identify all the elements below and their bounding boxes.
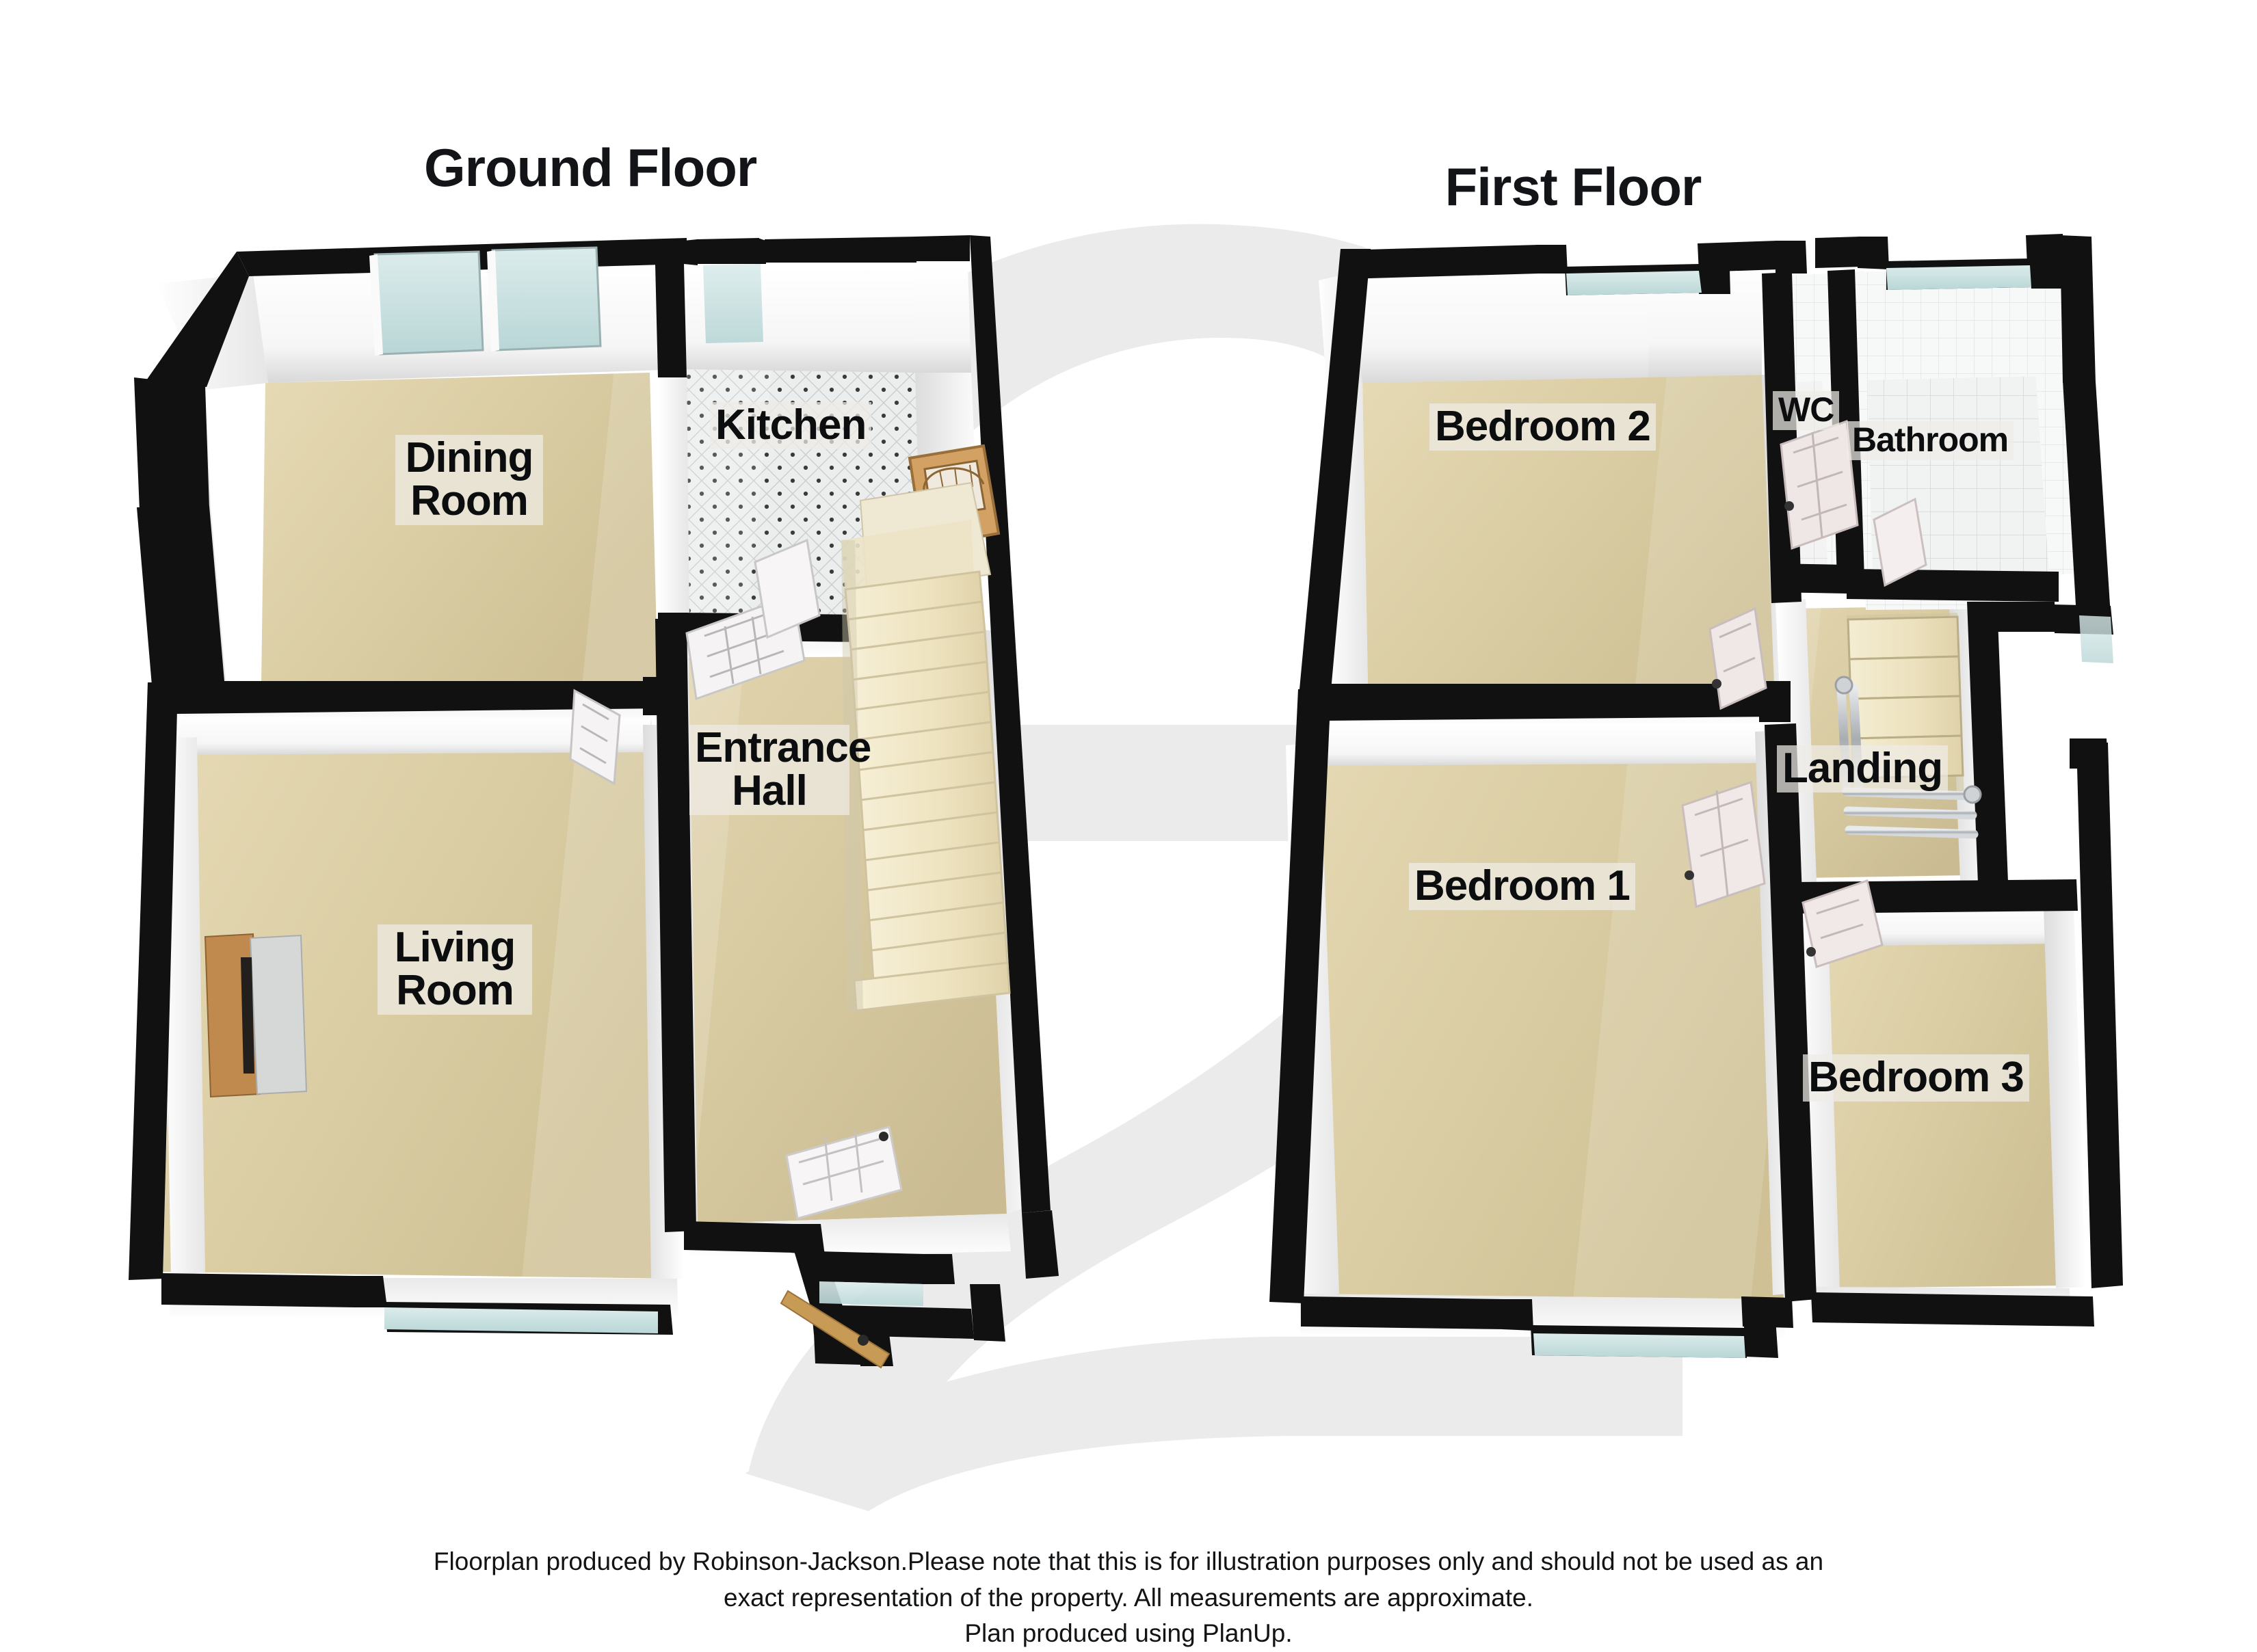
porch-step (785, 1125, 903, 1220)
door-bedroom2 (1708, 607, 1767, 710)
ground-floor-windows (369, 246, 923, 1333)
bedroom2-floor (1362, 375, 1776, 685)
door-wc (1780, 419, 1859, 550)
footer-disclaimer: Floorplan produced by Robinson-Jackson.P… (0, 1544, 2257, 1652)
door-dining-room (754, 538, 821, 639)
footer-line-3: Plan produced using PlanUp. (964, 1619, 1293, 1648)
room-label-dining-room: Dining Room (395, 435, 543, 526)
ground-floor-title: Ground Floor (424, 137, 757, 198)
threshold-strip (780, 1290, 890, 1369)
dining-room-floor (261, 373, 658, 684)
room-label-living-room: Living Room (378, 924, 532, 1015)
room-label-bathroom: Bathroom (1847, 421, 2014, 460)
footer-line-2: exact representation of the property. Al… (724, 1583, 1533, 1612)
room-label-kitchen: Kitchen (710, 402, 872, 450)
ground-floor-plan (129, 235, 1059, 1369)
window-dining-2 (487, 246, 602, 351)
footer-line-1: Floorplan produced by Robinson-Jackson.P… (433, 1547, 1824, 1575)
fireplace (204, 933, 308, 1098)
room-label-landing: Landing (1777, 745, 1949, 793)
room-label-bedroom-1: Bedroom 1 (1409, 863, 1635, 911)
door-bedroom3 (1801, 879, 1884, 968)
door-living-room (569, 689, 621, 786)
first-floor-title: First Floor (1444, 157, 1702, 217)
first-floor-plan (1269, 234, 2123, 1358)
bedroom1-floor (1280, 725, 1784, 1299)
door-bathroom (1873, 497, 1927, 587)
staircase-ground (841, 481, 1011, 1012)
window-dining-1 (369, 250, 484, 356)
room-label-entrance-hall: Entrance Hall (689, 725, 871, 816)
door-bedroom1 (1681, 780, 1766, 909)
room-label-bedroom-3: Bedroom 3 (1803, 1054, 2029, 1102)
first-floor-windows (1533, 265, 2113, 1358)
room-label-wc: WC (1773, 391, 1840, 430)
room-label-bedroom-2: Bedroom 2 (1429, 403, 1656, 451)
